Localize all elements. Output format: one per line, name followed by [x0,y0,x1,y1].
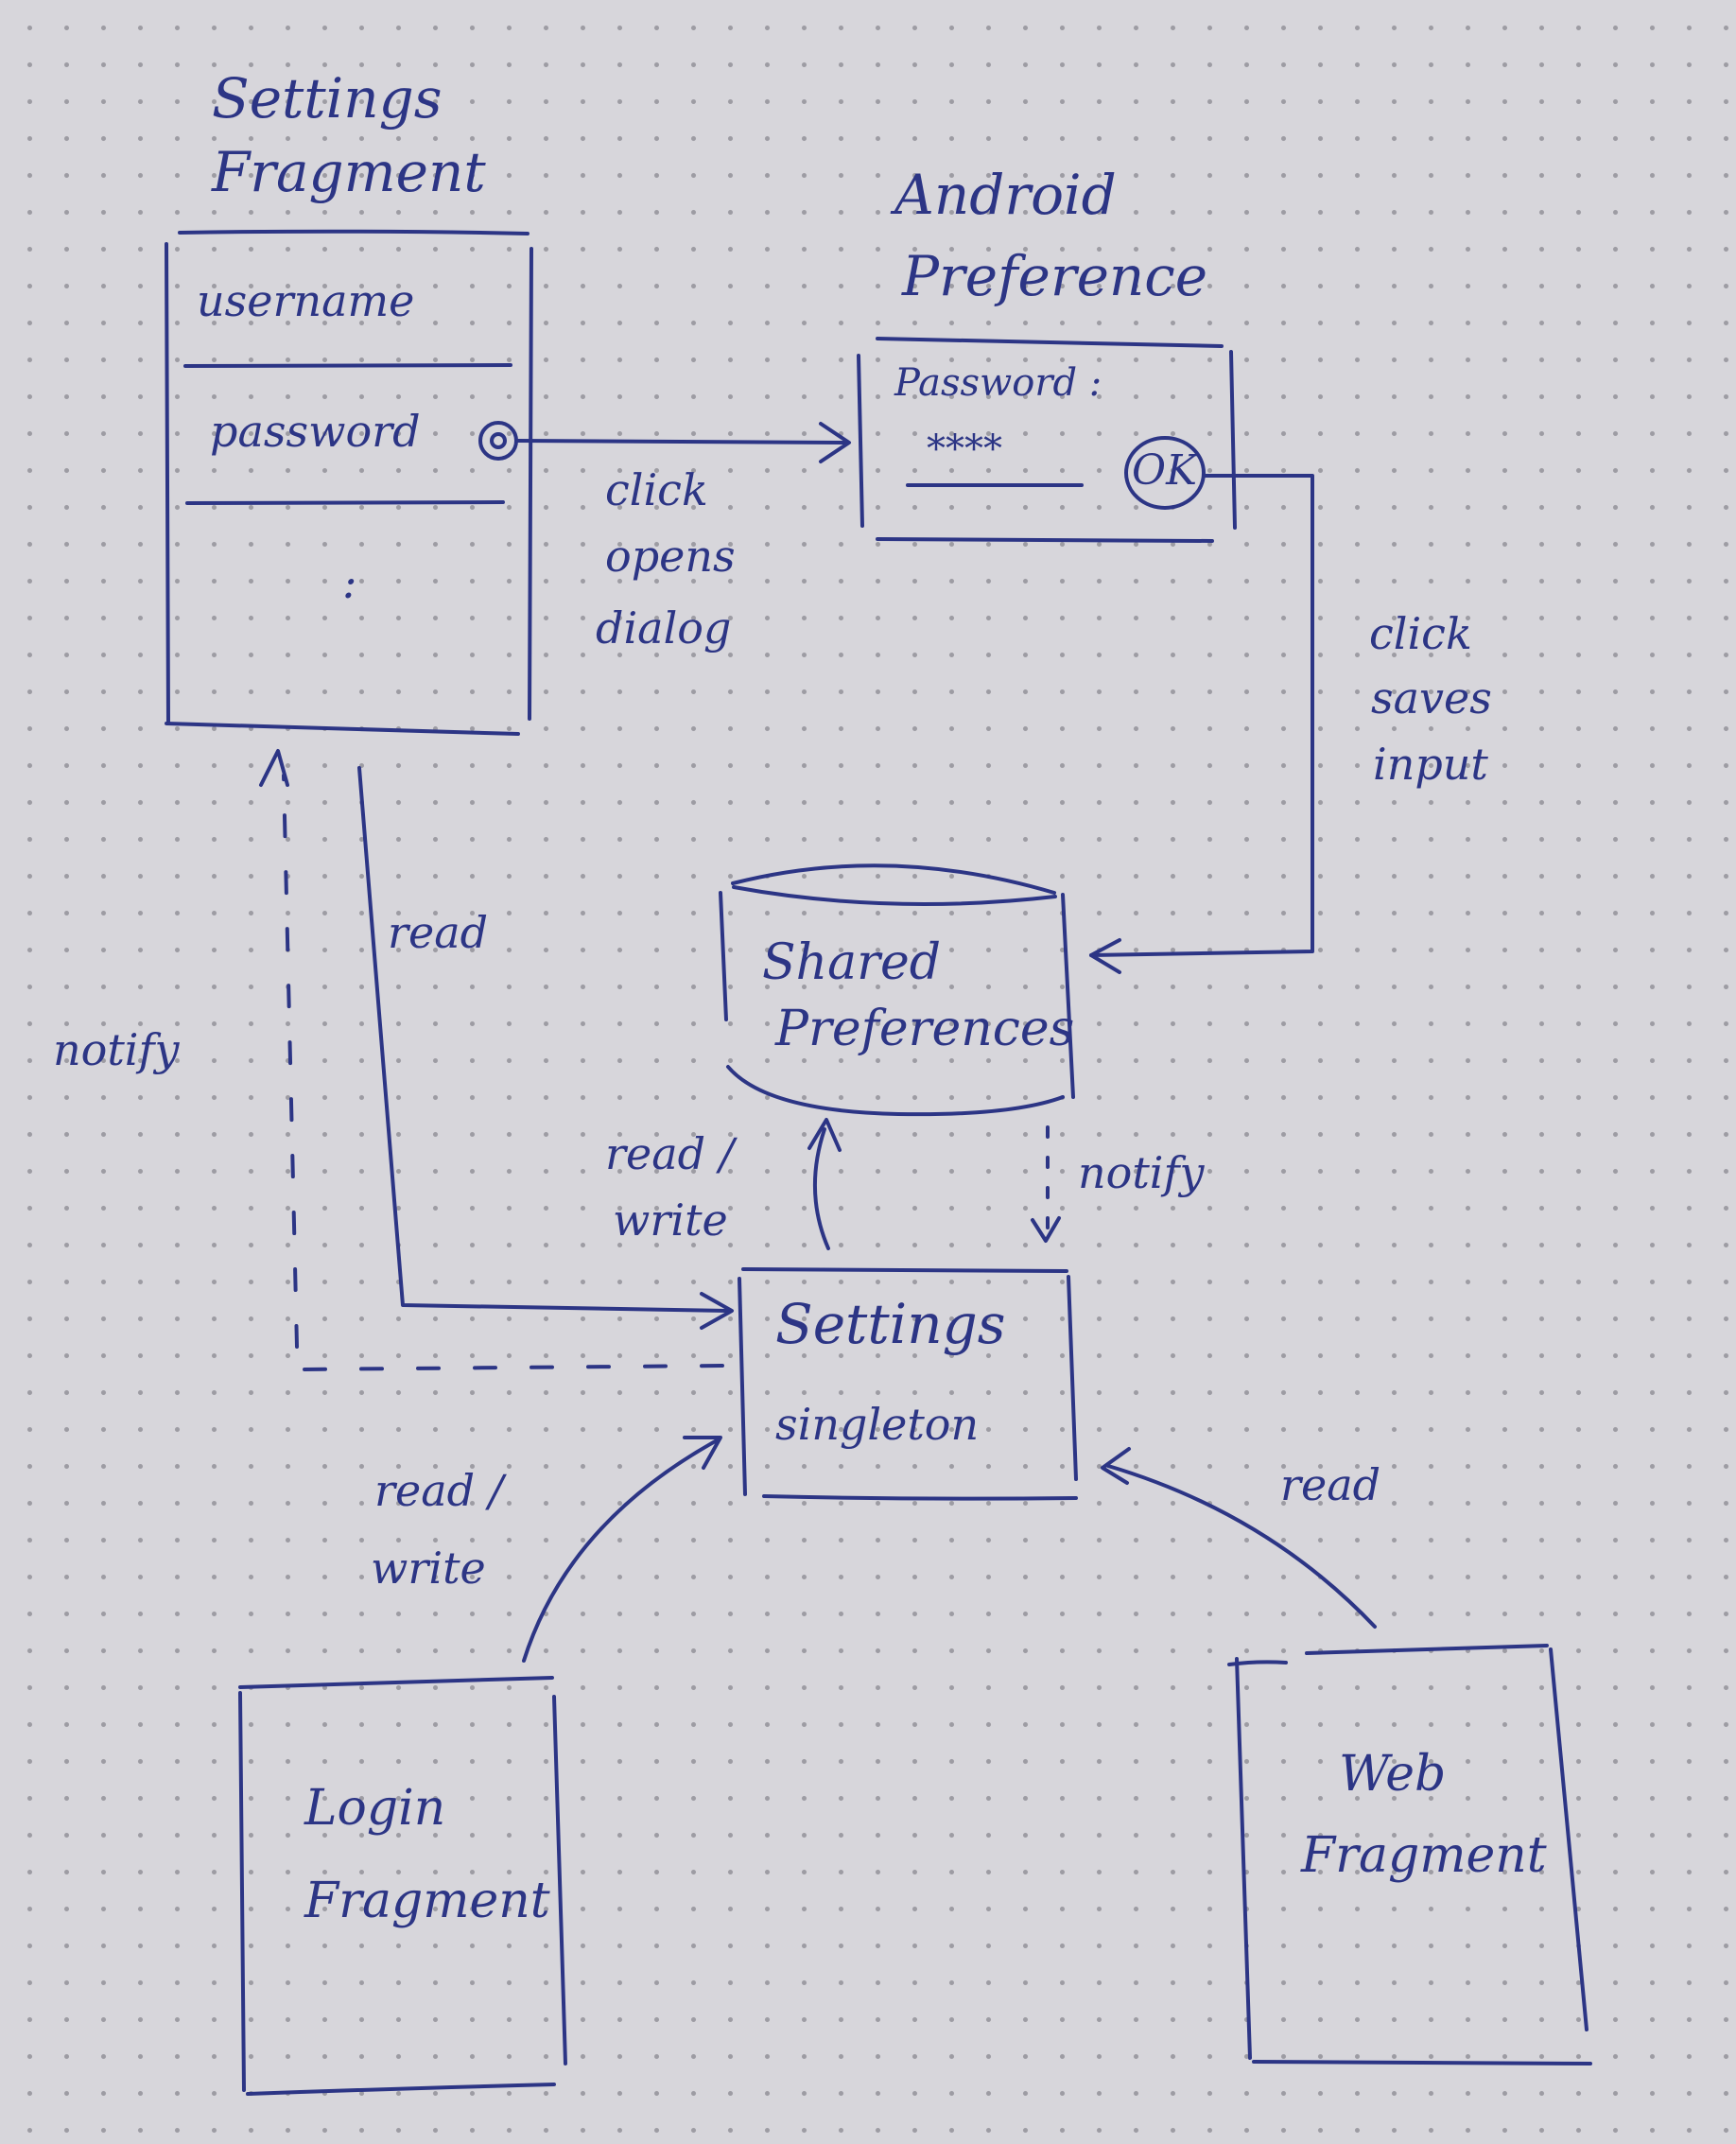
shared-preferences-label-1: Shared [762,934,942,991]
read-web-label: read [1280,1459,1381,1510]
more-items-ellipsis: : [342,557,357,608]
settings-fragment-title-1: Settings [212,66,443,131]
ok-button-circle [1124,436,1206,510]
android-preference-title-2: Preference [902,244,1208,308]
arrow-notify-left [259,749,724,1371]
read-left-label: read [388,907,489,958]
click-opens-dialog-label-3: dialog [596,602,732,654]
arrow-notify-right [1031,1125,1061,1243]
divider-username [183,363,512,368]
settings-fragment-box [165,229,533,736]
username-preference-item[interactable]: username [197,275,415,326]
ok-button[interactable]: OK [1132,446,1197,495]
android-preference-title-1: Android [894,163,1117,227]
read-write-center-label-2: write [613,1194,728,1246]
shared-preferences-cylinder [719,863,1075,1117]
settings-singleton-label-2: singleton [775,1399,980,1450]
click-opens-dialog-label-1: click [605,464,708,515]
arrow-click-opens-dialog [515,422,851,463]
notify-right-label: notify [1078,1147,1205,1198]
click-saves-input-label-1: click [1369,608,1472,659]
click-opens-dialog-label-2: opens [605,531,736,582]
password-click-icon [478,421,518,461]
password-dialog-label: Password : [894,361,1102,405]
read-write-login-label-2: write [371,1543,486,1594]
login-fragment-label-2: Fragment [304,1873,550,1929]
shared-preferences-label-2: Preferences [775,1001,1075,1057]
settings-fragment-title-2: Fragment [212,140,486,204]
arrow-read-write-center [807,1118,842,1250]
web-fragment-box [1227,1644,1592,2066]
arrow-read-write-login [522,1436,722,1663]
click-saves-input-label-2: saves [1371,672,1492,723]
password-dialog-input[interactable]: **** [927,427,1002,471]
arrow-read-web [1101,1447,1377,1629]
divider-password [185,500,505,505]
read-write-login-label-1: read / [374,1465,504,1516]
web-fragment-label-1: Web [1339,1746,1447,1803]
click-saves-input-label-3: input [1373,739,1488,790]
settings-singleton-box [738,1267,1078,1501]
web-fragment-label-2: Fragment [1301,1827,1547,1884]
password-preference-item[interactable]: password [210,406,421,457]
login-fragment-label-1: Login [304,1780,446,1837]
arrow-read-left [357,766,734,1330]
notify-left-label: notify [53,1024,180,1075]
login-fragment-box [238,1676,567,2096]
read-write-center-label-1: read / [605,1128,735,1179]
settings-singleton-label-1: Settings [775,1292,1006,1356]
arrow-click-saves-input [1089,474,1314,974]
android-preference-box [857,337,1237,543]
